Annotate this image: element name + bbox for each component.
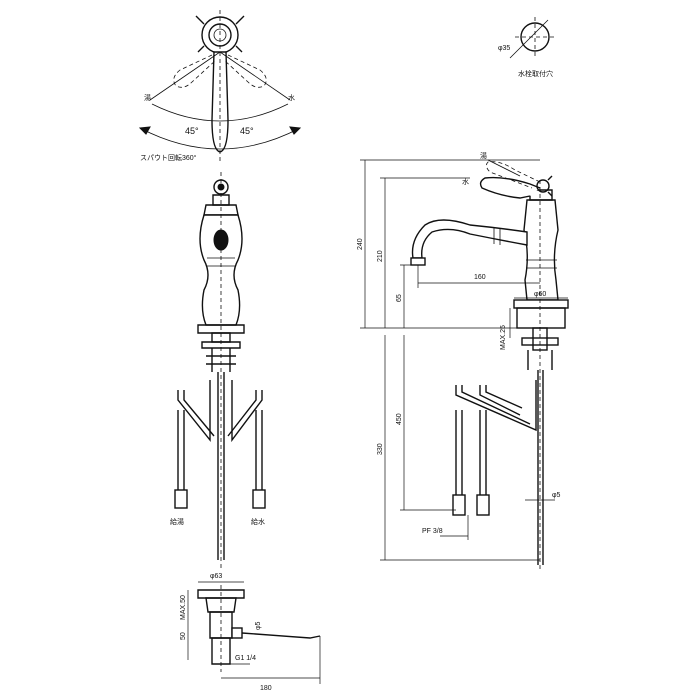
dim-210: 210 [377,250,384,262]
side-view-handle-hub-ticks [547,175,553,197]
front-view: 給湯 給水 [170,172,266,570]
drain-flange [197,589,245,599]
front-view-hose-right-bend-2 [227,390,257,437]
dim-450: 450 [396,413,403,425]
side-view-base-plate [513,299,569,309]
dim-phi5: φ5 [552,492,561,499]
hole-detail: φ35 水栓取付穴 [498,17,555,78]
drain-50: 50 [180,632,187,640]
front-view-base [197,324,245,334]
side-view-spout [411,219,528,259]
hole-circle [520,22,550,52]
front-view-hose-right-label: 給水 [251,517,265,526]
front-view-nut [201,341,241,349]
hole-caption: 水栓取付穴 [518,69,553,78]
side-view-handle-ghost [486,161,541,189]
front-view-hose-right [255,410,263,490]
dim-65: 65 [396,294,403,302]
side-view-handle-hub [536,179,550,193]
top-view-angle-line-left [149,51,221,101]
side-view-lower-shank [527,350,553,370]
side-view-hose-bend-3 [479,385,521,416]
front-view-hose-left-bend-2 [183,390,215,437]
dim-pf: PF 3/8 [422,528,443,535]
front-view-hose-right-bend [231,380,263,443]
top-view-angle-left: 45° [185,126,199,136]
drain-body [205,597,237,613]
drain-pull-rod [241,632,321,639]
top-view-handle-left-ghost [173,54,217,88]
side-view-hose-bend-2 [461,385,531,425]
side-view-body [523,199,559,301]
front-view-threads [206,348,236,372]
drain-max50: MAX.50 [180,595,187,620]
front-view-aerator [213,229,229,251]
top-view-label-hot: 湯 [144,93,151,102]
side-view-rod [537,370,544,565]
dim-max25: MAX.25 [500,325,507,350]
dim-240: 240 [357,238,364,250]
top-view-angle-arc [151,103,289,122]
top-view-handle-stubs [195,15,245,53]
drain-180: 180 [260,685,272,692]
front-view-hose-left-label: 給湯 [170,517,184,526]
front-view-hose-left-nut [174,489,188,509]
side-view-hoses [455,410,487,495]
side-view-shank [532,327,548,351]
side-view-body-rings [526,259,557,269]
top-view-arrow-left [138,126,151,135]
top-view-label-cold: 水 [288,93,295,102]
top-view-angle-right: 45° [240,126,254,136]
side-view-aerator [410,257,426,266]
dim-phi60: φ60 [534,291,546,298]
side-view-handle [479,176,541,199]
drain-rod-joint [231,627,243,639]
side-view-hose-nut-2 [476,494,490,516]
front-view-hose-right-nut [252,489,266,509]
dim-330: 330 [377,443,384,455]
drain-phi63: φ63 [210,573,222,580]
top-view: 湯 水 45° 45° スパウト回転360° [138,10,302,162]
side-view: 湯 水 240 210 65 160 φ60 MAX.25 330 450 [357,151,569,570]
front-view-hose-left-bend [177,380,211,442]
top-view-arrow-right [289,126,302,135]
side-view-spout-rings [493,228,501,245]
side-view-label-cold: 水 [462,177,469,186]
side-view-hose-nut-1 [452,494,466,516]
side-view-hose-bend-4 [485,385,523,409]
front-view-hose-left [177,410,185,490]
side-view-label-hot: 湯 [480,151,487,160]
side-view-hot-leader [487,159,521,177]
drain-phi5: φ5 [255,621,262,630]
side-view-hose-bend-1 [455,380,537,432]
drain-g114: G1 1/4 [235,655,256,662]
top-view-spout-rotation: スパウト回転360° [140,154,197,162]
top-view-angle-line-right [219,51,291,101]
drain-view: φ63 MAX.50 50 φ5 G1 1/4 180 [180,573,321,692]
top-view-handle-right-ghost [223,54,267,88]
side-view-counter [516,307,566,329]
dim-160: 160 [474,274,486,281]
top-view-rotation-arc [139,127,301,150]
hole-diameter: φ35 [498,45,510,52]
hole-leader [509,19,549,59]
